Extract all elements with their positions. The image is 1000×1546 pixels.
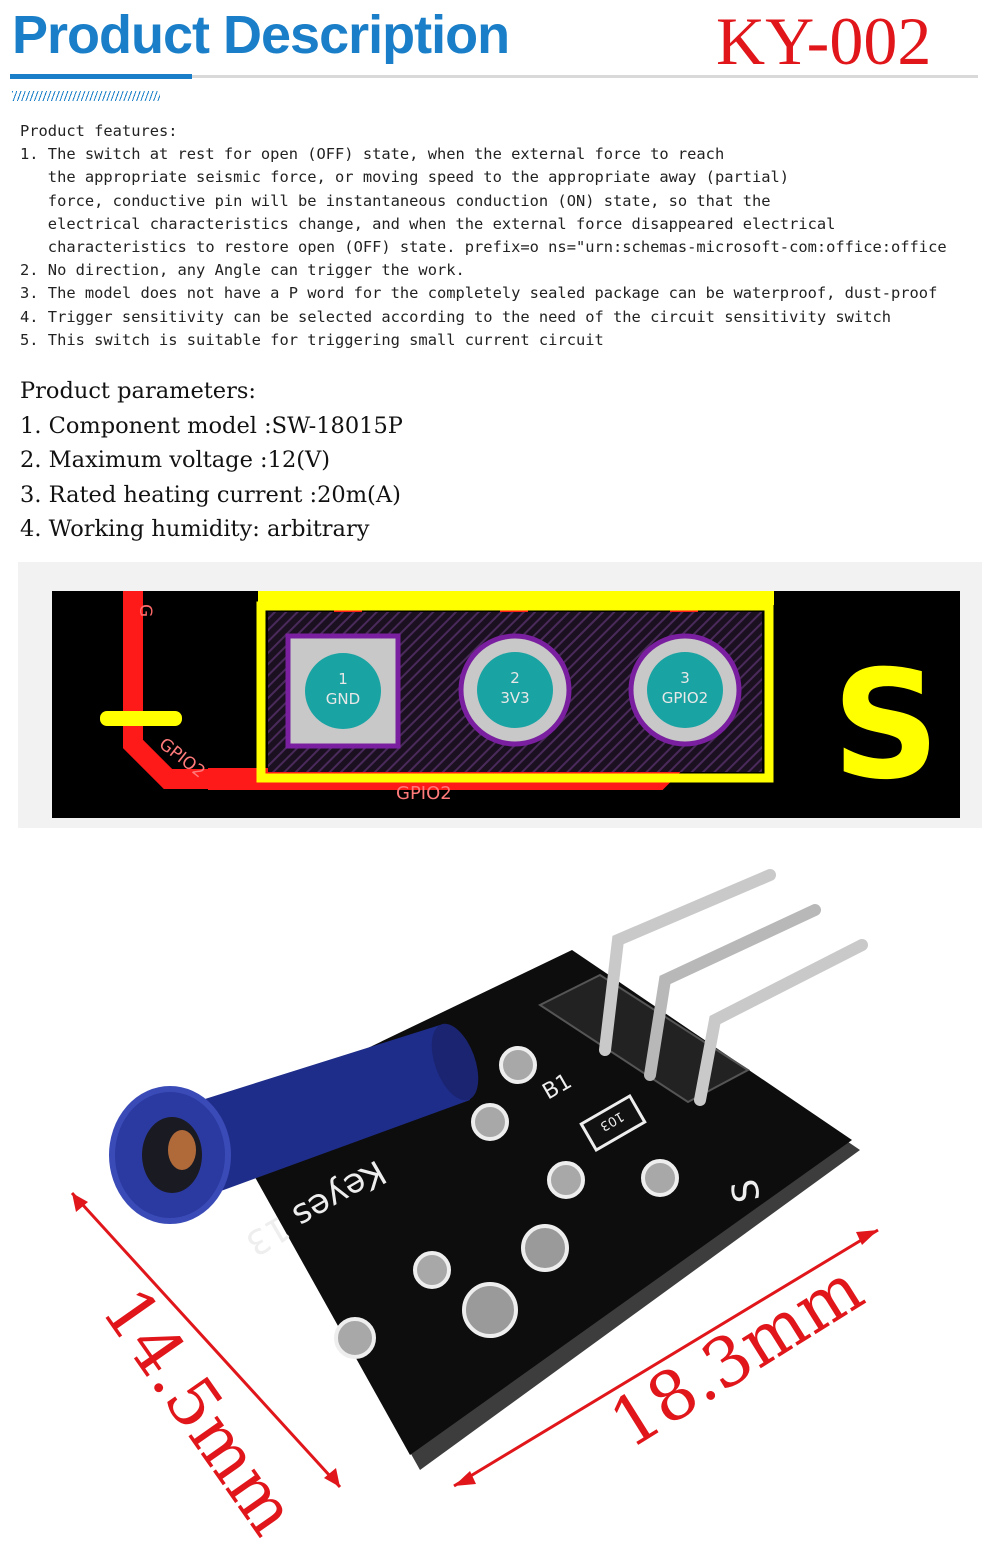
- feature-line: characteristics to restore open (OFF) st…: [20, 238, 947, 257]
- feature-line: force, conductive pin will be instantane…: [20, 191, 771, 210]
- length-dimension-line: [453, 1228, 879, 1488]
- feature-line: electrical characteristics change, and w…: [20, 214, 836, 233]
- tube-contact: [168, 1130, 196, 1170]
- feature-line: 3. The model does not have a P word for …: [20, 284, 938, 303]
- dimension-arrow: [454, 1471, 476, 1486]
- pad-2-label: 3V3: [500, 689, 529, 707]
- dimension-arrow: [324, 1468, 340, 1487]
- features-heading: Product features:: [20, 122, 178, 140]
- net-label-top: G: [135, 604, 155, 617]
- dimension-arrow: [856, 1230, 878, 1245]
- feature-line: 4. Trigger sensitivity can be selected a…: [20, 307, 891, 326]
- features-block: Product features: 1. The switch at rest f…: [20, 120, 947, 352]
- solder-pad: [521, 1224, 569, 1272]
- solder-pad: [413, 1251, 451, 1289]
- pin-header: [537, 973, 750, 1104]
- pad-2-number: 2: [510, 669, 520, 687]
- pad-2-label-bg: [477, 652, 553, 728]
- feature-line: 2. No direction, any Angle can trigger t…: [20, 261, 465, 280]
- feature-line: 1. The switch at rest for open (OFF) sta…: [20, 145, 725, 164]
- tube-end: [431, 1023, 479, 1101]
- product-photo: 103 B1 S Keyes 13 14.5mm 18.3mm: [0, 850, 1000, 1546]
- width-dimension-line: [70, 1191, 342, 1489]
- decorative-hatch: [12, 91, 160, 101]
- header-pin-1: [599, 869, 776, 1056]
- tilt-switch-tube: [170, 1025, 470, 1195]
- solder-pad: [462, 1282, 518, 1338]
- connector-top-edge: [258, 591, 774, 605]
- solder-pad: [471, 1103, 509, 1141]
- dimension-arrow: [72, 1193, 88, 1212]
- pad-3-label: GPIO2: [662, 689, 708, 707]
- silk-bar: [100, 711, 182, 726]
- solder-pad: [547, 1161, 585, 1199]
- connector-outline: [256, 601, 774, 783]
- divider-line: [192, 75, 978, 78]
- feature-line: the appropriate seismic force, or moving…: [20, 168, 790, 187]
- header-pin-3: [694, 939, 868, 1106]
- net-label-bottom: GPIO2: [396, 783, 452, 804]
- parameter-item: 2. Maximum voltage :12(V): [20, 447, 331, 473]
- title-underline: [10, 74, 192, 79]
- parameters-heading: Product parameters:: [20, 378, 257, 404]
- smd-resistor: [579, 1093, 647, 1153]
- pad-1-label-bg: [305, 653, 381, 729]
- parameter-item: 3. Rated heating current :20m(A): [20, 481, 401, 508]
- solder-pad: [499, 1046, 537, 1084]
- feature-line: 5. This switch is suitable for triggerin…: [20, 330, 604, 349]
- solder-pad: [334, 1317, 376, 1359]
- pad-3-label-bg: [647, 652, 723, 728]
- silk-letter-s: S: [832, 639, 940, 813]
- pad-1-number: 1: [338, 670, 348, 688]
- header-pin-2: [644, 904, 821, 1081]
- pad-1-label: GND: [326, 690, 360, 708]
- pad-3-number: 3: [680, 669, 690, 687]
- solder-pad: [641, 1159, 679, 1197]
- parameter-item: 4. Working humidity: arbitrary: [20, 516, 370, 542]
- parameters-block: Product parameters: 1. Component model :S…: [20, 374, 403, 547]
- parameter-item: 1. Component model :SW-18015P: [20, 412, 403, 439]
- pcb-layout-image: G 1 GND 2 3V3 3 GPIO2 GPIO2 GPIO2 S: [18, 562, 982, 828]
- page-title: Product Description: [12, 5, 510, 65]
- model-number: KY-002: [716, 3, 932, 79]
